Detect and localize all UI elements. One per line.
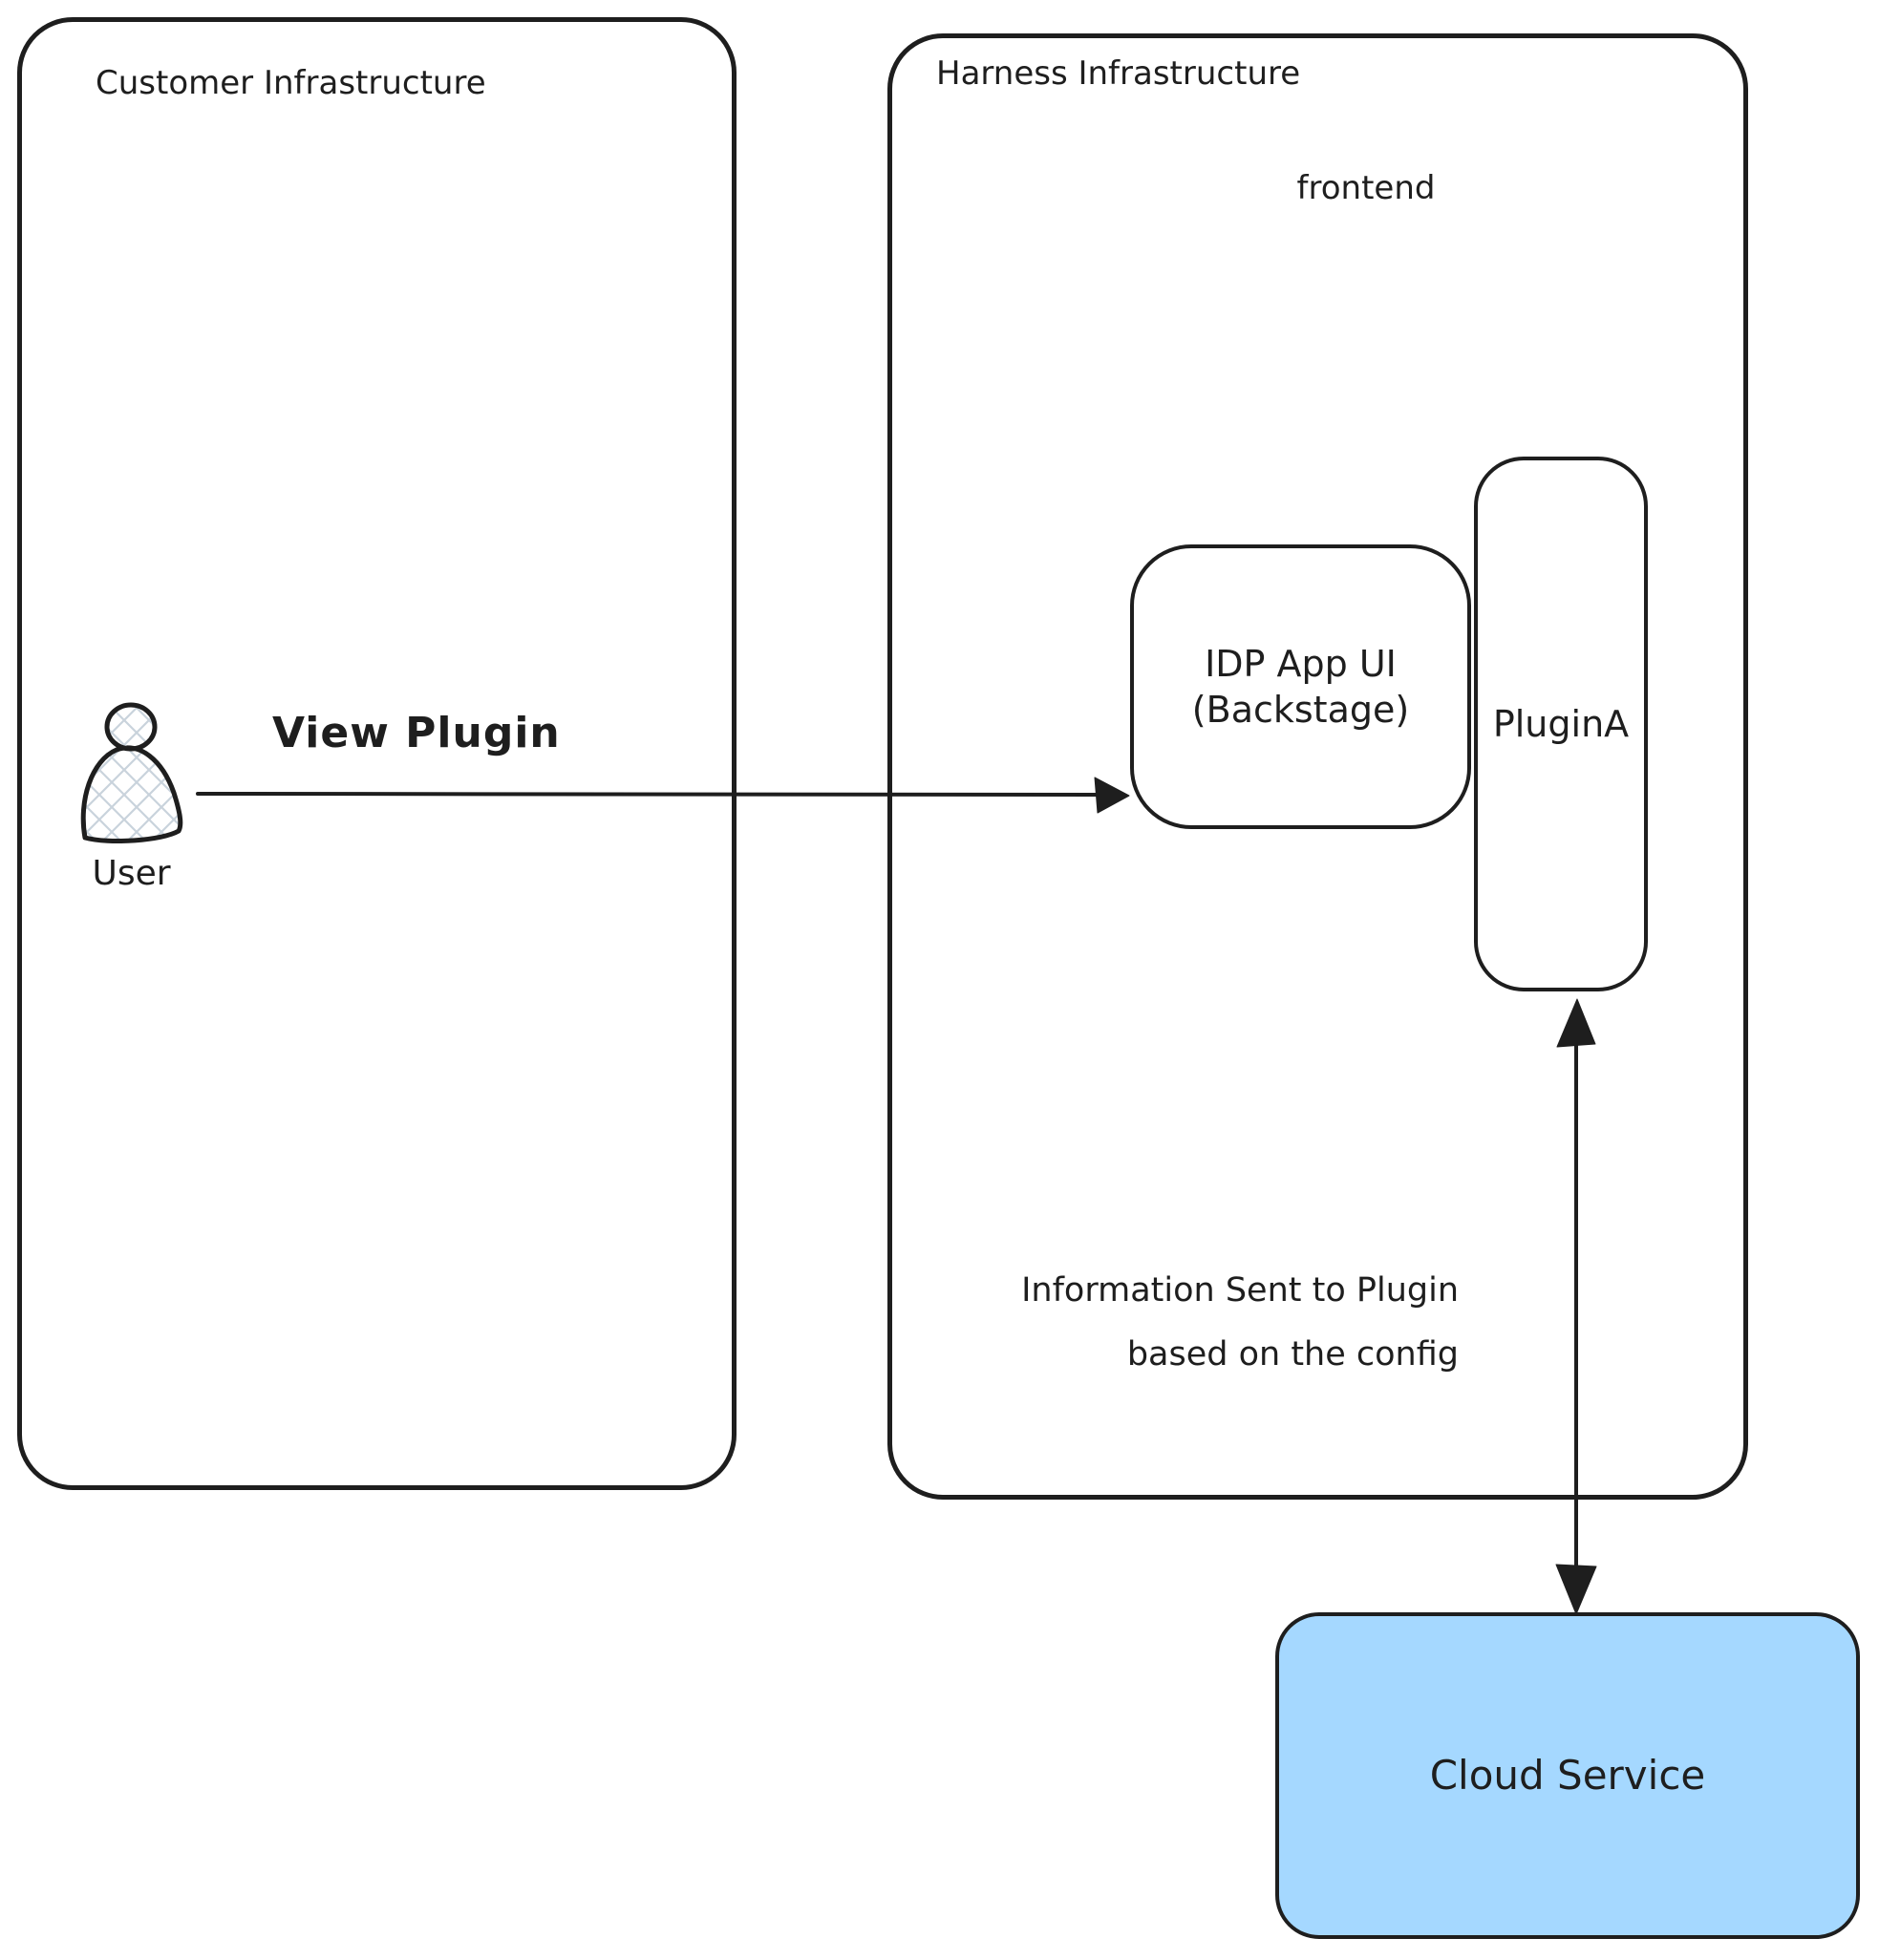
customer-infrastructure-box [17,17,737,1490]
idp-app-ui-label-line2: (Backstage) [1191,689,1410,731]
frontend-label: frontend [1296,169,1436,207]
view-plugin-arrow-label: View Plugin [272,709,561,757]
plugina-label: PluginA [1492,703,1630,745]
plugin-cloud-arrowhead-down [1555,1564,1597,1615]
harness-infrastructure-box [887,33,1748,1500]
harness-infrastructure-title: Harness Infrastructure [936,54,1301,93]
cloud-service-box: Cloud Service [1275,1612,1860,1939]
idp-app-ui-box: IDP App UI (Backstage) [1130,544,1471,829]
cloud-service-label: Cloud Service [1429,1752,1706,1799]
idp-app-ui-label: IDP App UI (Backstage) [1192,641,1409,733]
customer-infrastructure-title: Customer Infrastructure [96,64,486,102]
info-sent-label-line1: Information Sent to Plugin [1021,1271,1459,1310]
idp-app-ui-label-line1: IDP App UI [1205,643,1397,685]
plugina-box: PluginA [1474,457,1648,991]
user-label: User [92,854,171,893]
info-sent-label: Information Sent to Plugin based on the … [1021,1259,1459,1387]
info-sent-label-line2: based on the config [1126,1335,1459,1374]
